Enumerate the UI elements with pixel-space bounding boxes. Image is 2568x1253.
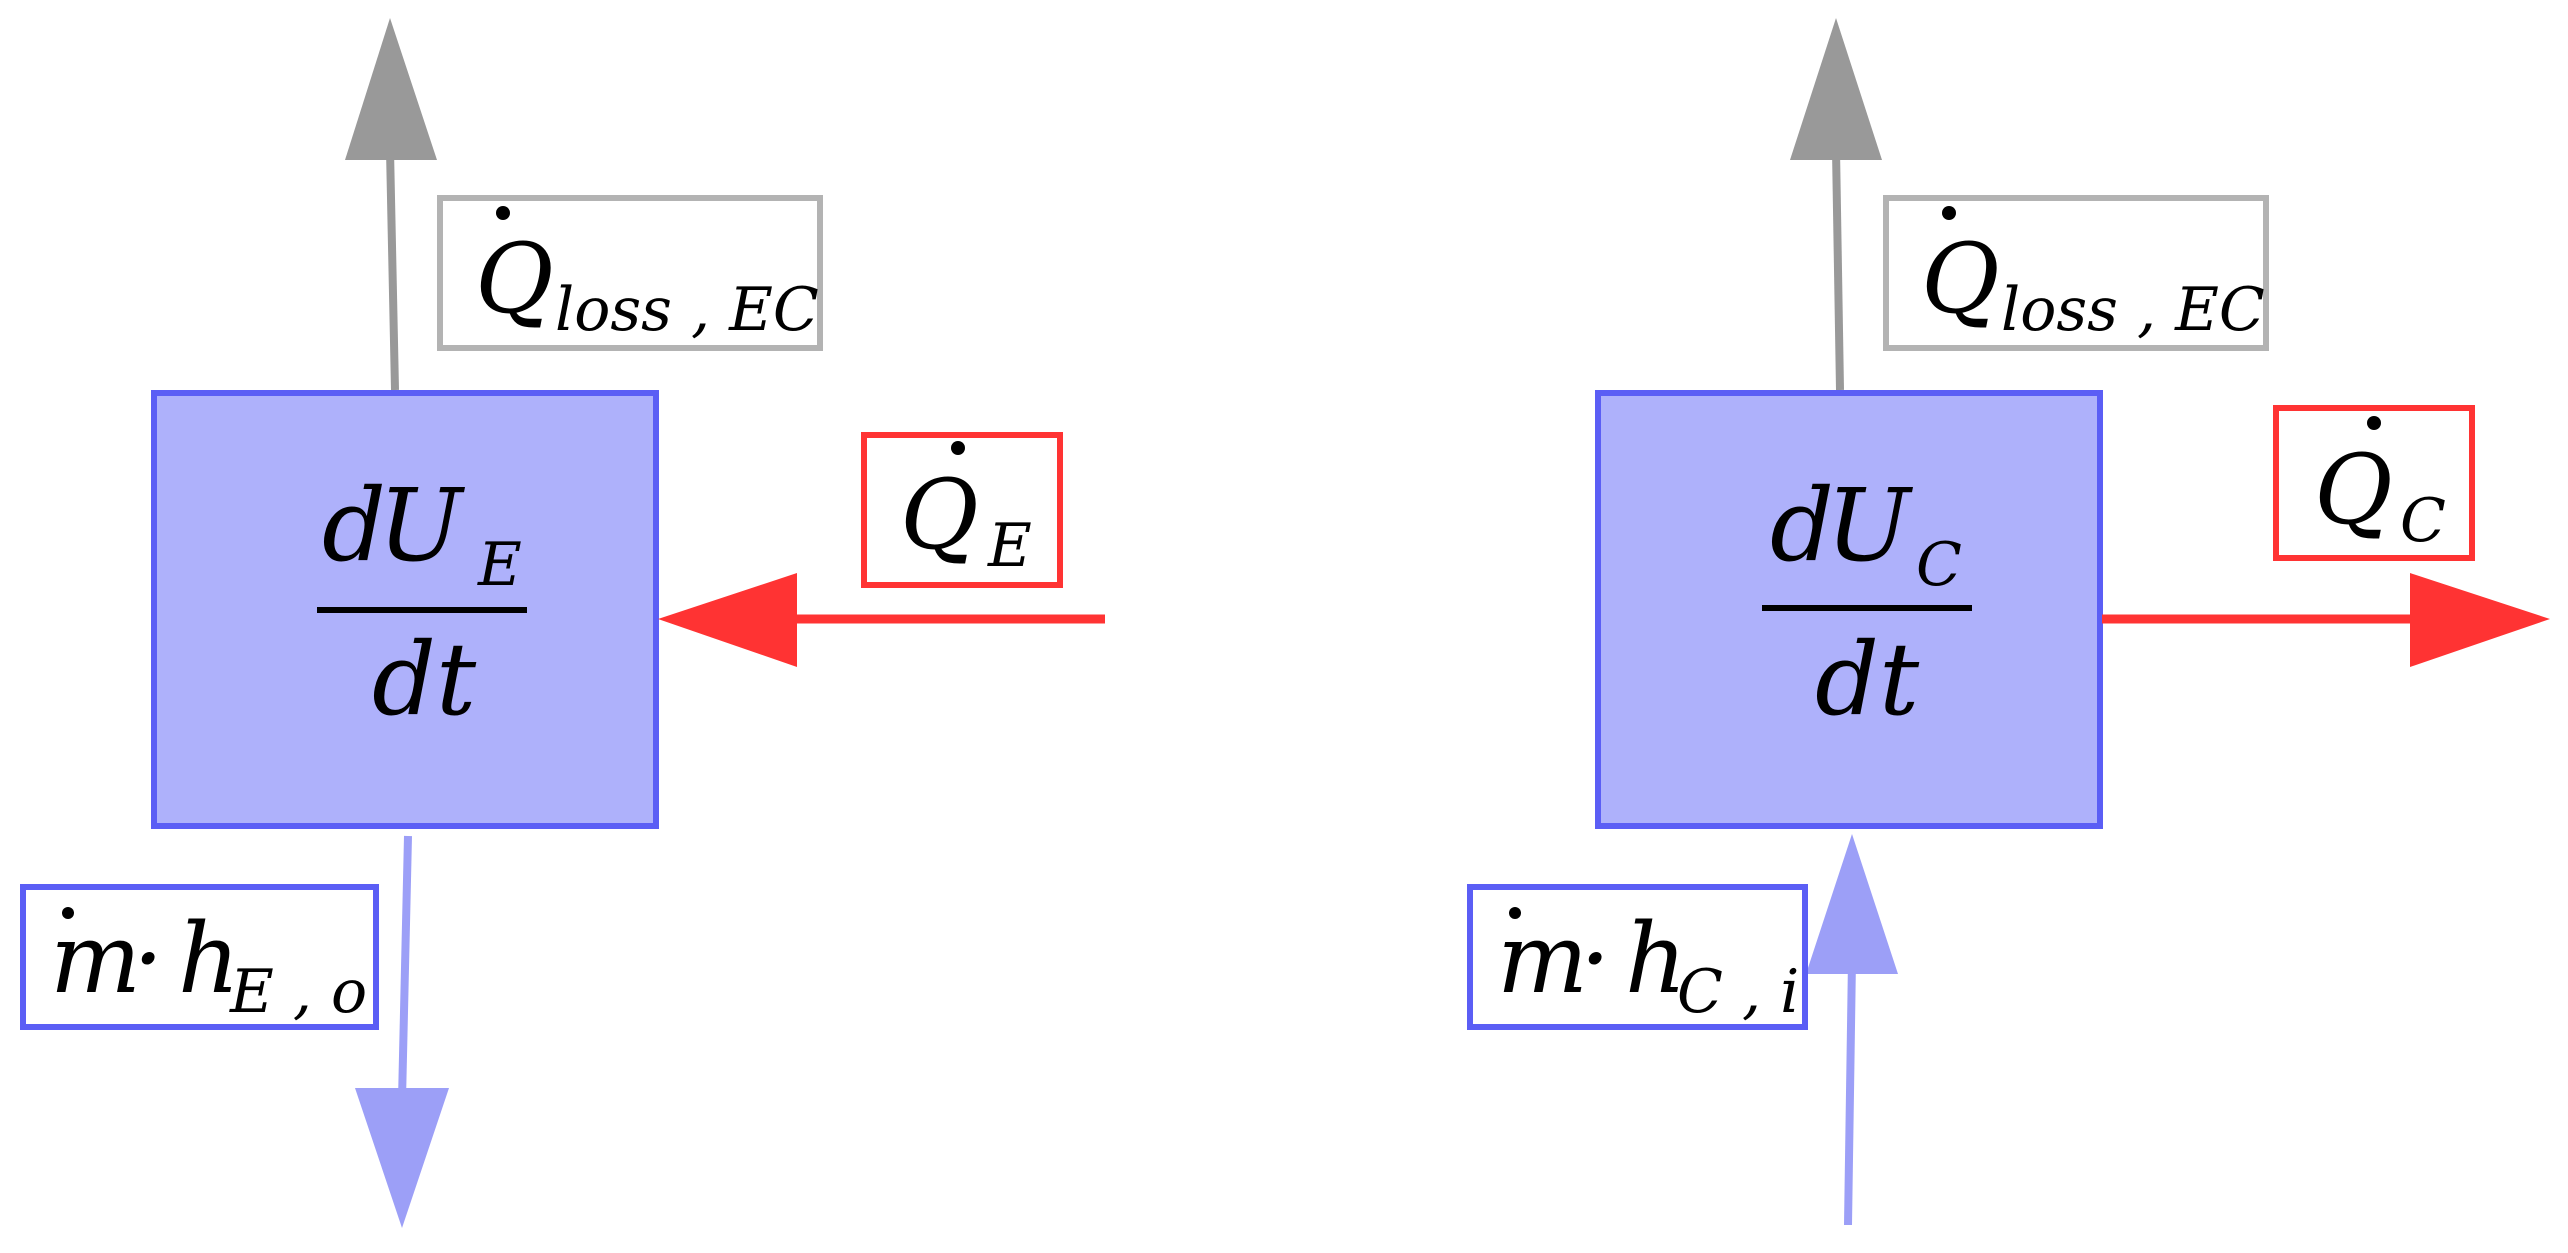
dot-operator: · bbox=[133, 903, 164, 1015]
fraction-numerator-d: d bbox=[1770, 467, 1834, 584]
mass-flow-symbol: m bbox=[50, 903, 141, 1015]
enthalpy-subscript: C , i bbox=[1677, 957, 1799, 1027]
heat-output-symbol: Q bbox=[2314, 434, 2393, 546]
evaporator-energy-fraction: d U E dt bbox=[317, 467, 527, 738]
condenser-heat-output-arrow bbox=[2102, 573, 2550, 667]
mass-flow-symbol: m bbox=[1497, 903, 1588, 1015]
fraction-numerator-sub: E bbox=[477, 530, 522, 600]
condenser-enthalpy-inflow-arrow bbox=[1806, 834, 1898, 1226]
evaporator-group: Q loss , EC d U E dt Q E bbox=[20, 18, 1105, 1228]
heat-input-symbol: Q bbox=[900, 459, 979, 571]
dot-operator: · bbox=[1580, 903, 1611, 1015]
condenser-heat-loss-arrow bbox=[1790, 18, 1882, 391]
condenser-heat-output-label: Q C bbox=[2273, 405, 2475, 561]
heat-loss-symbol: Q bbox=[475, 223, 554, 335]
condenser-energy-fraction: d U C dt bbox=[1762, 467, 1972, 738]
fraction-numerator-d: d bbox=[322, 467, 386, 584]
heat-loss-symbol: Q bbox=[1921, 223, 2000, 335]
evaporator-heat-input-label: Q E bbox=[861, 432, 1063, 588]
fraction-denominator: dt bbox=[372, 621, 477, 738]
condenser-group: Q loss , EC d U C dt Q C bbox=[1467, 18, 2550, 1226]
enthalpy-symbol: h bbox=[1625, 903, 1687, 1015]
evaporator-heat-loss-label: Q loss , EC bbox=[437, 195, 823, 351]
heat-loss-subscript: loss , EC bbox=[2001, 275, 2265, 345]
evaporator-heat-loss-arrow bbox=[345, 18, 437, 391]
heat-input-subscript: E bbox=[987, 511, 1032, 581]
condenser-heat-loss-label: Q loss , EC bbox=[1883, 195, 2269, 351]
evaporator-heat-input-arrow bbox=[658, 573, 1105, 667]
evaporator-enthalpy-flow-label: m · h E , o bbox=[20, 884, 379, 1030]
heat-loss-subscript: loss , EC bbox=[555, 275, 819, 345]
fraction-denominator: dt bbox=[1815, 621, 1920, 738]
condenser-enthalpy-flow-label: m · h C , i bbox=[1467, 884, 1808, 1030]
enthalpy-subscript: E , o bbox=[229, 957, 367, 1027]
evaporator-enthalpy-outflow-arrow bbox=[355, 835, 449, 1228]
fraction-numerator-var: U bbox=[1826, 467, 1914, 584]
fraction-numerator-sub: C bbox=[1916, 530, 1962, 600]
enthalpy-symbol: h bbox=[178, 903, 240, 1015]
fraction-numerator-var: U bbox=[378, 467, 466, 584]
heat-output-subscript: C bbox=[2400, 486, 2446, 556]
